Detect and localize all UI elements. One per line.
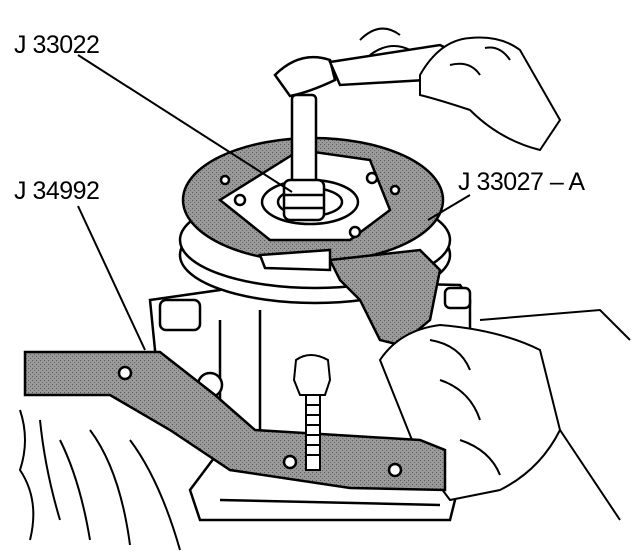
callout-j33022: J 33022 — [14, 31, 100, 59]
threaded-bolt — [292, 354, 332, 471]
callout-j34992: J 34992 — [14, 177, 100, 205]
hand-left-background — [18, 409, 181, 551]
hand-upper-right — [359, 27, 562, 152]
leader-j33027a — [427, 194, 471, 221]
leader-j34992 — [77, 205, 146, 351]
leader-lines — [77, 54, 471, 351]
holding-fixture — [23, 350, 447, 492]
leader-j33022 — [77, 54, 293, 193]
callout-j33027a: J 33027 – A — [458, 168, 585, 196]
